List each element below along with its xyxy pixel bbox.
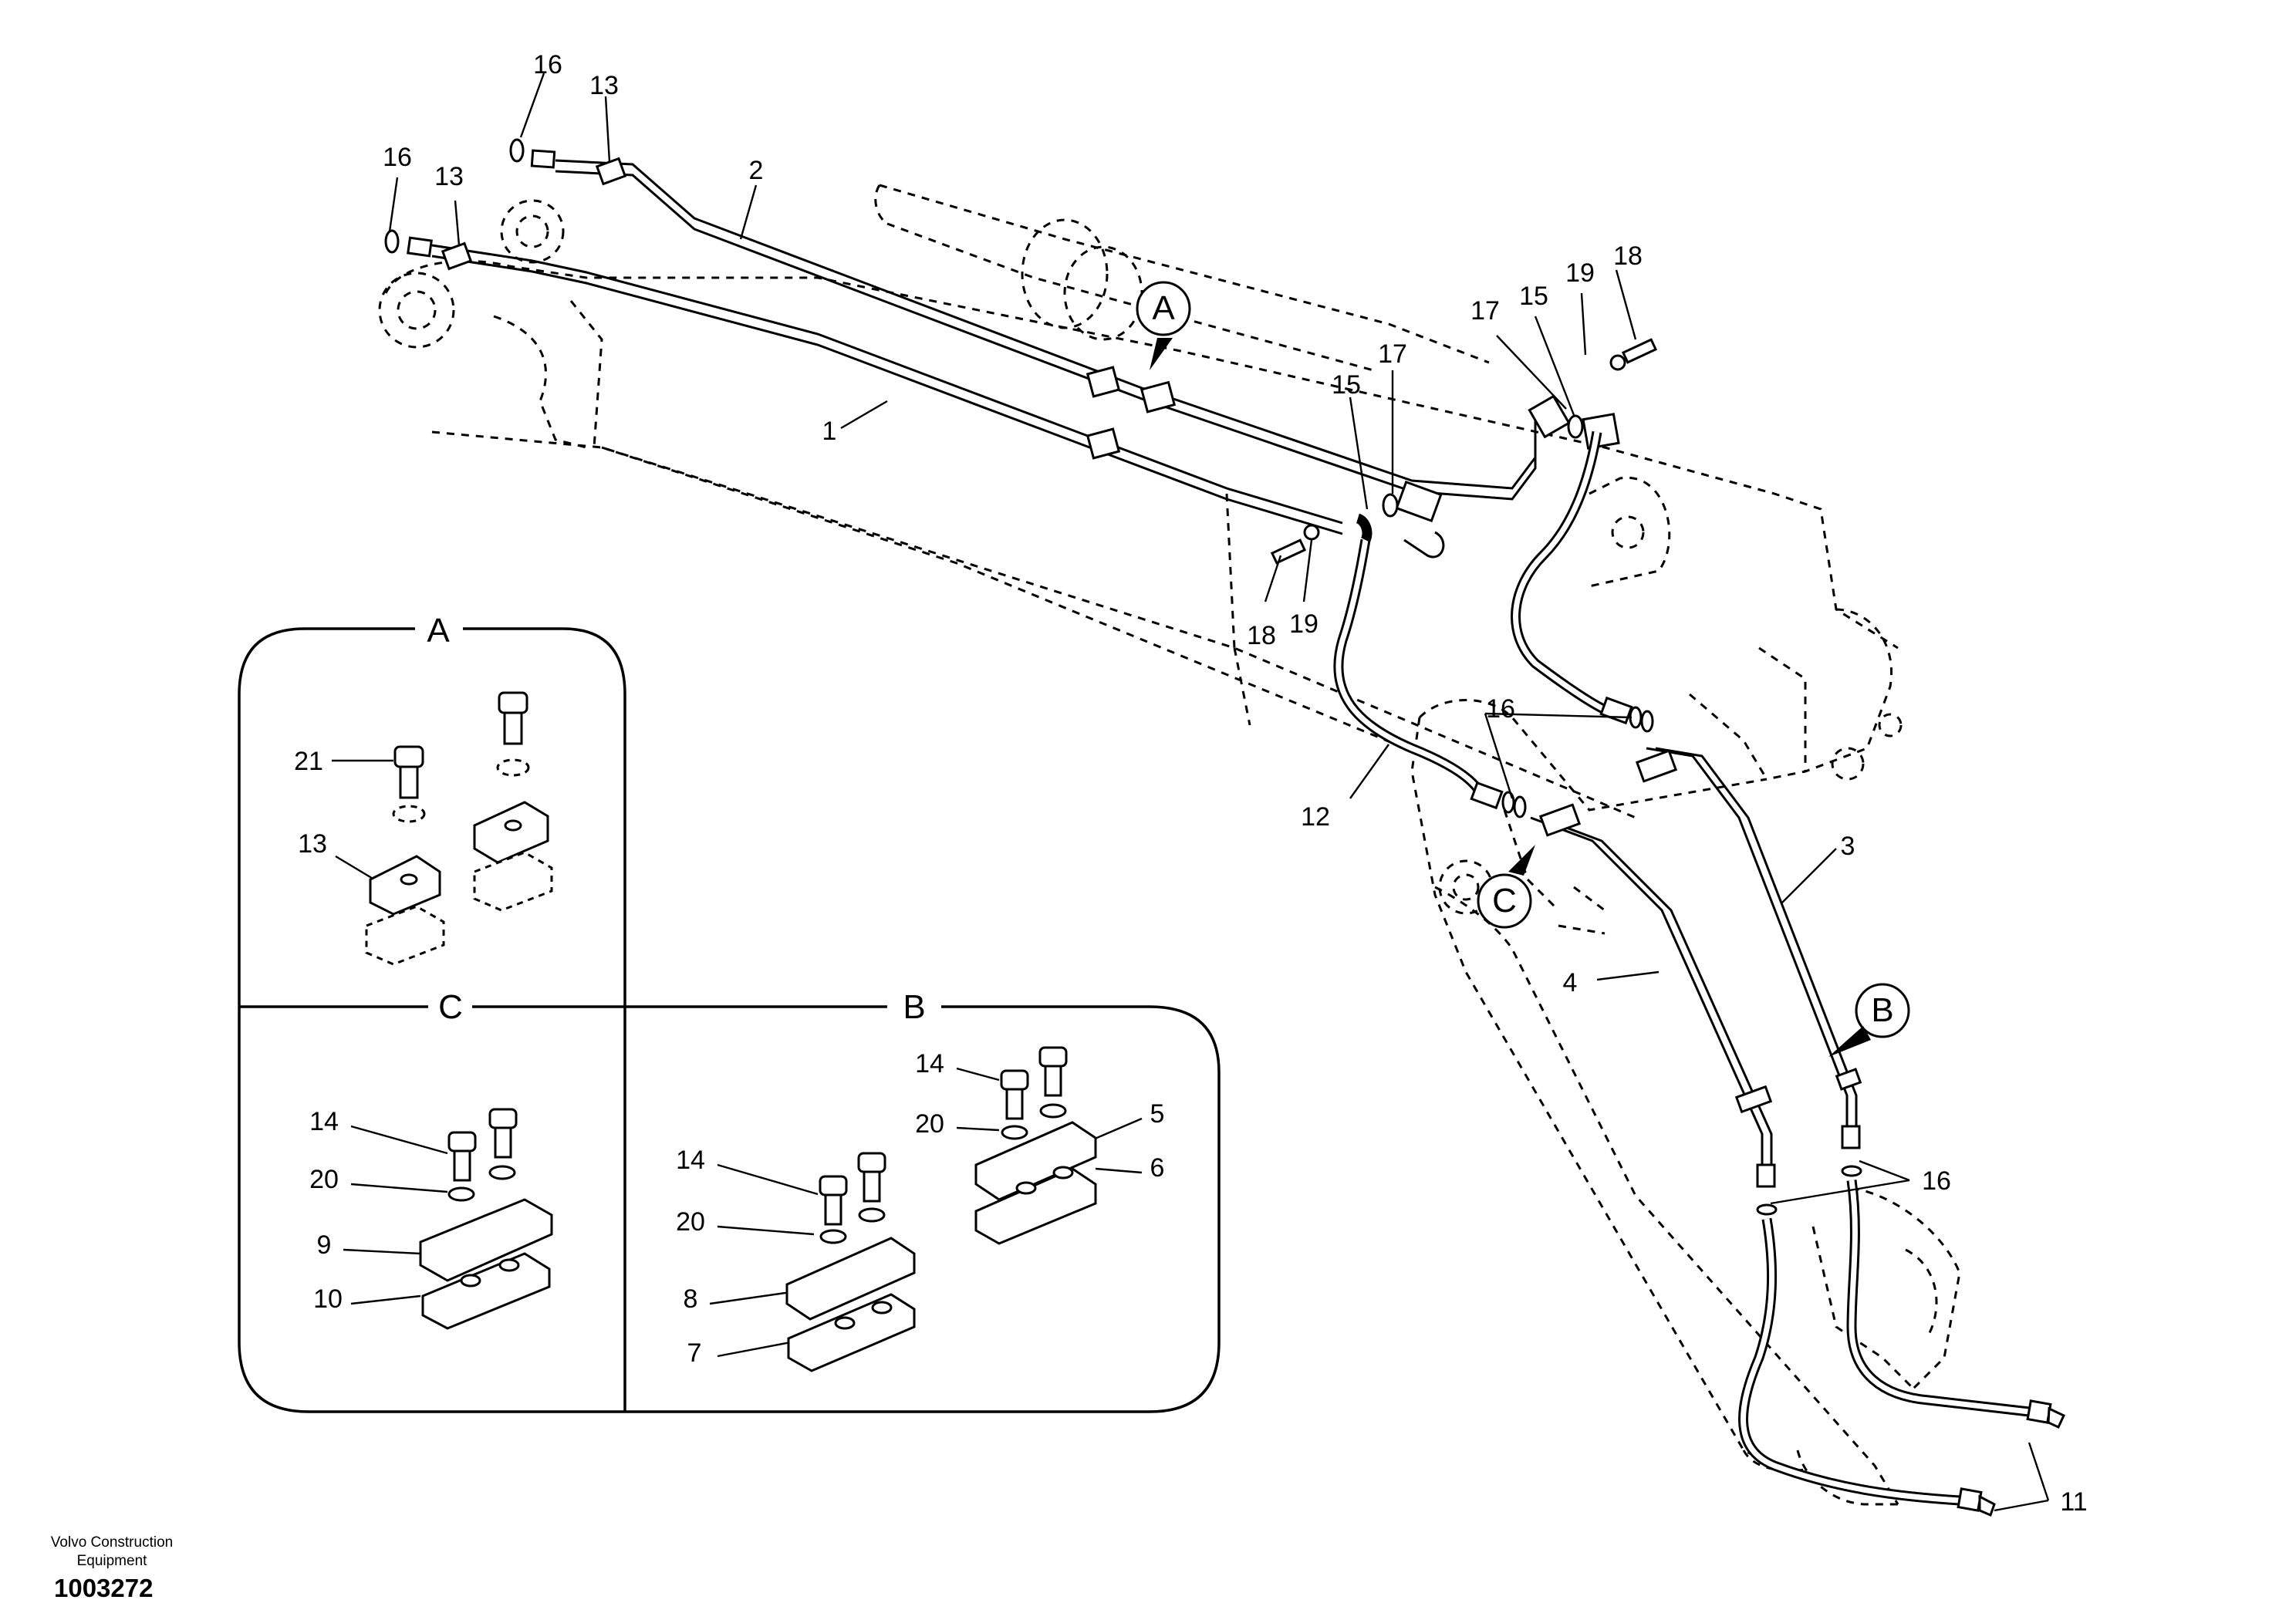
hose-main-up bbox=[1511, 430, 1607, 714]
callout-18: 18 bbox=[1613, 241, 1643, 271]
bolt-icon bbox=[447, 1131, 477, 1182]
panel-b-washer2-label: 20 bbox=[676, 1207, 705, 1237]
panel-b-upper1-label: 5 bbox=[1150, 1099, 1165, 1129]
panel-b-bolt1-label: 14 bbox=[915, 1049, 944, 1078]
callout-1: 1 bbox=[822, 417, 837, 446]
callout-16: 16 bbox=[1486, 694, 1515, 724]
panel-b-lower2-label: 7 bbox=[687, 1338, 702, 1368]
pipe-4 bbox=[1530, 803, 1776, 1188]
callout-3: 3 bbox=[1841, 832, 1855, 861]
panel-a-bolt-label: 21 bbox=[294, 747, 323, 776]
callout-17: 17 bbox=[1378, 339, 1407, 369]
callout-15: 15 bbox=[1519, 282, 1548, 311]
marker-b[interactable]: B bbox=[1828, 983, 1910, 1057]
panel-c-lower-label: 10 bbox=[313, 1284, 343, 1314]
flange-blocks bbox=[1270, 338, 1658, 565]
svg-text:C: C bbox=[1492, 882, 1517, 920]
callout-13: 13 bbox=[589, 71, 619, 100]
callout-18: 18 bbox=[1247, 621, 1276, 650]
detail-panel-c: C 14 20 9 10 bbox=[309, 988, 553, 1330]
callout-2: 2 bbox=[749, 156, 764, 185]
bolt-icon bbox=[488, 1108, 518, 1159]
callout-17: 17 bbox=[1470, 296, 1500, 326]
panel-c-title: C bbox=[438, 988, 463, 1026]
bolt-icon bbox=[498, 691, 528, 745]
pipe-end-fittings bbox=[384, 138, 1177, 460]
drawing-number: 1003272 bbox=[54, 1574, 154, 1602]
panel-a-title: A bbox=[427, 612, 450, 650]
panel-b-title: B bbox=[903, 988, 925, 1026]
panel-b-lower1-label: 6 bbox=[1150, 1153, 1165, 1183]
callout-leaders bbox=[388, 73, 2050, 1512]
panel-b-washer1-label: 20 bbox=[915, 1109, 944, 1139]
callout-15: 15 bbox=[1332, 370, 1361, 400]
bolt-icon bbox=[819, 1175, 848, 1226]
panel-b-bolt2-label: 14 bbox=[676, 1146, 705, 1175]
panel-c-upper-label: 9 bbox=[317, 1230, 332, 1260]
callout-16: 16 bbox=[383, 143, 412, 172]
panel-c-washer-label: 20 bbox=[309, 1165, 339, 1194]
bolt-icon bbox=[857, 1152, 886, 1203]
marker-c[interactable]: C bbox=[1477, 845, 1535, 929]
footer-company: Volvo Construction Equipment bbox=[50, 1534, 174, 1569]
callout-11: 11 bbox=[2060, 1487, 2087, 1517]
bolt-icon bbox=[393, 745, 424, 799]
pipe-3 bbox=[1635, 747, 1862, 1149]
panel-c-bolt-label: 14 bbox=[309, 1107, 339, 1136]
bolt-icon bbox=[1000, 1069, 1029, 1120]
marker-a[interactable]: A bbox=[1136, 281, 1191, 370]
pipe-1 bbox=[431, 244, 1343, 535]
detail-panel-a: A 21 13 bbox=[294, 612, 553, 966]
panel-a-clamp-label: 13 bbox=[298, 829, 327, 859]
hoses-11 bbox=[1738, 1165, 2065, 1517]
hose-12 bbox=[1333, 513, 1486, 798]
svg-text:A: A bbox=[1152, 289, 1175, 327]
pipe-2 bbox=[555, 159, 1537, 501]
callout-16: 16 bbox=[1922, 1166, 1951, 1196]
callout-19: 19 bbox=[1289, 609, 1319, 639]
callout-12: 12 bbox=[1301, 802, 1330, 832]
callout-19: 19 bbox=[1565, 258, 1595, 288]
detail-panels-frame bbox=[238, 627, 1221, 1413]
callout-labels: 16 13 16 13 2 1 15 17 17 15 19 18 18 19 … bbox=[383, 50, 2088, 1517]
callout-4: 4 bbox=[1563, 968, 1578, 997]
boom-outline bbox=[378, 184, 1903, 819]
panel-b-upper2-label: 8 bbox=[684, 1284, 698, 1314]
detail-panel-b: B 14 20 5 6 14 20 8 7 bbox=[676, 988, 1165, 1372]
bolt-icon bbox=[1038, 1046, 1068, 1097]
svg-text:B: B bbox=[1871, 991, 1893, 1029]
callout-16: 16 bbox=[533, 50, 562, 79]
callout-13: 13 bbox=[434, 162, 464, 191]
